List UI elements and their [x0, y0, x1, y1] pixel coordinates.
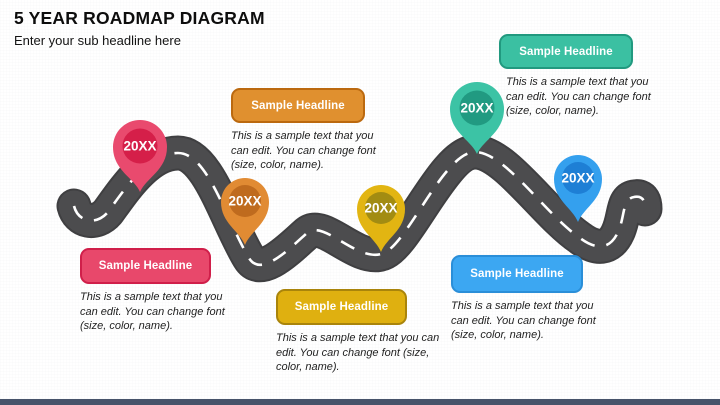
- sample-text-4: This is a sample text that you can edit.…: [506, 76, 651, 118]
- pin-circle: [229, 185, 261, 217]
- pin-circle: [562, 162, 594, 194]
- headline-box-3: Sample Headline: [276, 289, 407, 325]
- milestone-pin-2: 20XX: [221, 178, 269, 245]
- headline-box-1: Sample Headline: [80, 248, 211, 284]
- headline-box-2: Sample Headline: [231, 88, 365, 123]
- headline-box-5: Sample Headline: [451, 255, 583, 293]
- milestone-pin-5: 20XX: [554, 155, 602, 222]
- milestone-year-4: 20XX: [460, 101, 493, 116]
- headline-label-2: Sample Headline: [251, 99, 345, 112]
- sample-text-2: This is a sample text that you can edit.…: [231, 130, 376, 172]
- sample-text-5: This is a sample text that you can edit.…: [451, 300, 596, 342]
- milestone-card-2: Sample Headline This is a sample text th…: [231, 88, 383, 173]
- milestone-card-1: Sample Headline This is a sample text th…: [80, 248, 232, 334]
- milestone-card-3: Sample Headline This is a sample text th…: [276, 289, 451, 375]
- slide-header: 5 YEAR ROADMAP DIAGRAM Enter your sub he…: [14, 8, 574, 48]
- headline-label-5: Sample Headline: [470, 268, 564, 280]
- milestone-card-5: Sample Headline This is a sample text th…: [451, 255, 603, 343]
- milestone-year-3: 20XX: [364, 201, 397, 216]
- headline-box-4: Sample Headline: [499, 34, 633, 69]
- sample-text-3: This is a sample text that you can edit.…: [276, 332, 440, 374]
- milestone-year-2: 20XX: [228, 194, 261, 209]
- headline-label-1: Sample Headline: [98, 260, 193, 272]
- footer-accent-bar: [0, 399, 720, 405]
- slide-subtitle: Enter your sub headline here: [14, 33, 181, 48]
- pin-circle: [365, 192, 397, 224]
- milestone-pin-4: 20XX: [450, 82, 504, 154]
- sample-text-1: This is a sample text that you can edit.…: [80, 291, 225, 333]
- headline-label-3: Sample Headline: [294, 301, 389, 313]
- pin-circle: [459, 90, 495, 126]
- milestone-pin-3: 20XX: [357, 185, 405, 252]
- pin-circle: [122, 128, 158, 164]
- page-title: 5 YEAR ROADMAP DIAGRAM: [14, 8, 265, 28]
- milestone-pin-1: 20XX: [113, 120, 167, 192]
- milestone-year-1: 20XX: [123, 139, 156, 154]
- milestone-card-4: Sample Headline This is a sample text th…: [499, 34, 651, 119]
- milestone-year-5: 20XX: [561, 171, 594, 186]
- headline-label-4: Sample Headline: [519, 45, 613, 58]
